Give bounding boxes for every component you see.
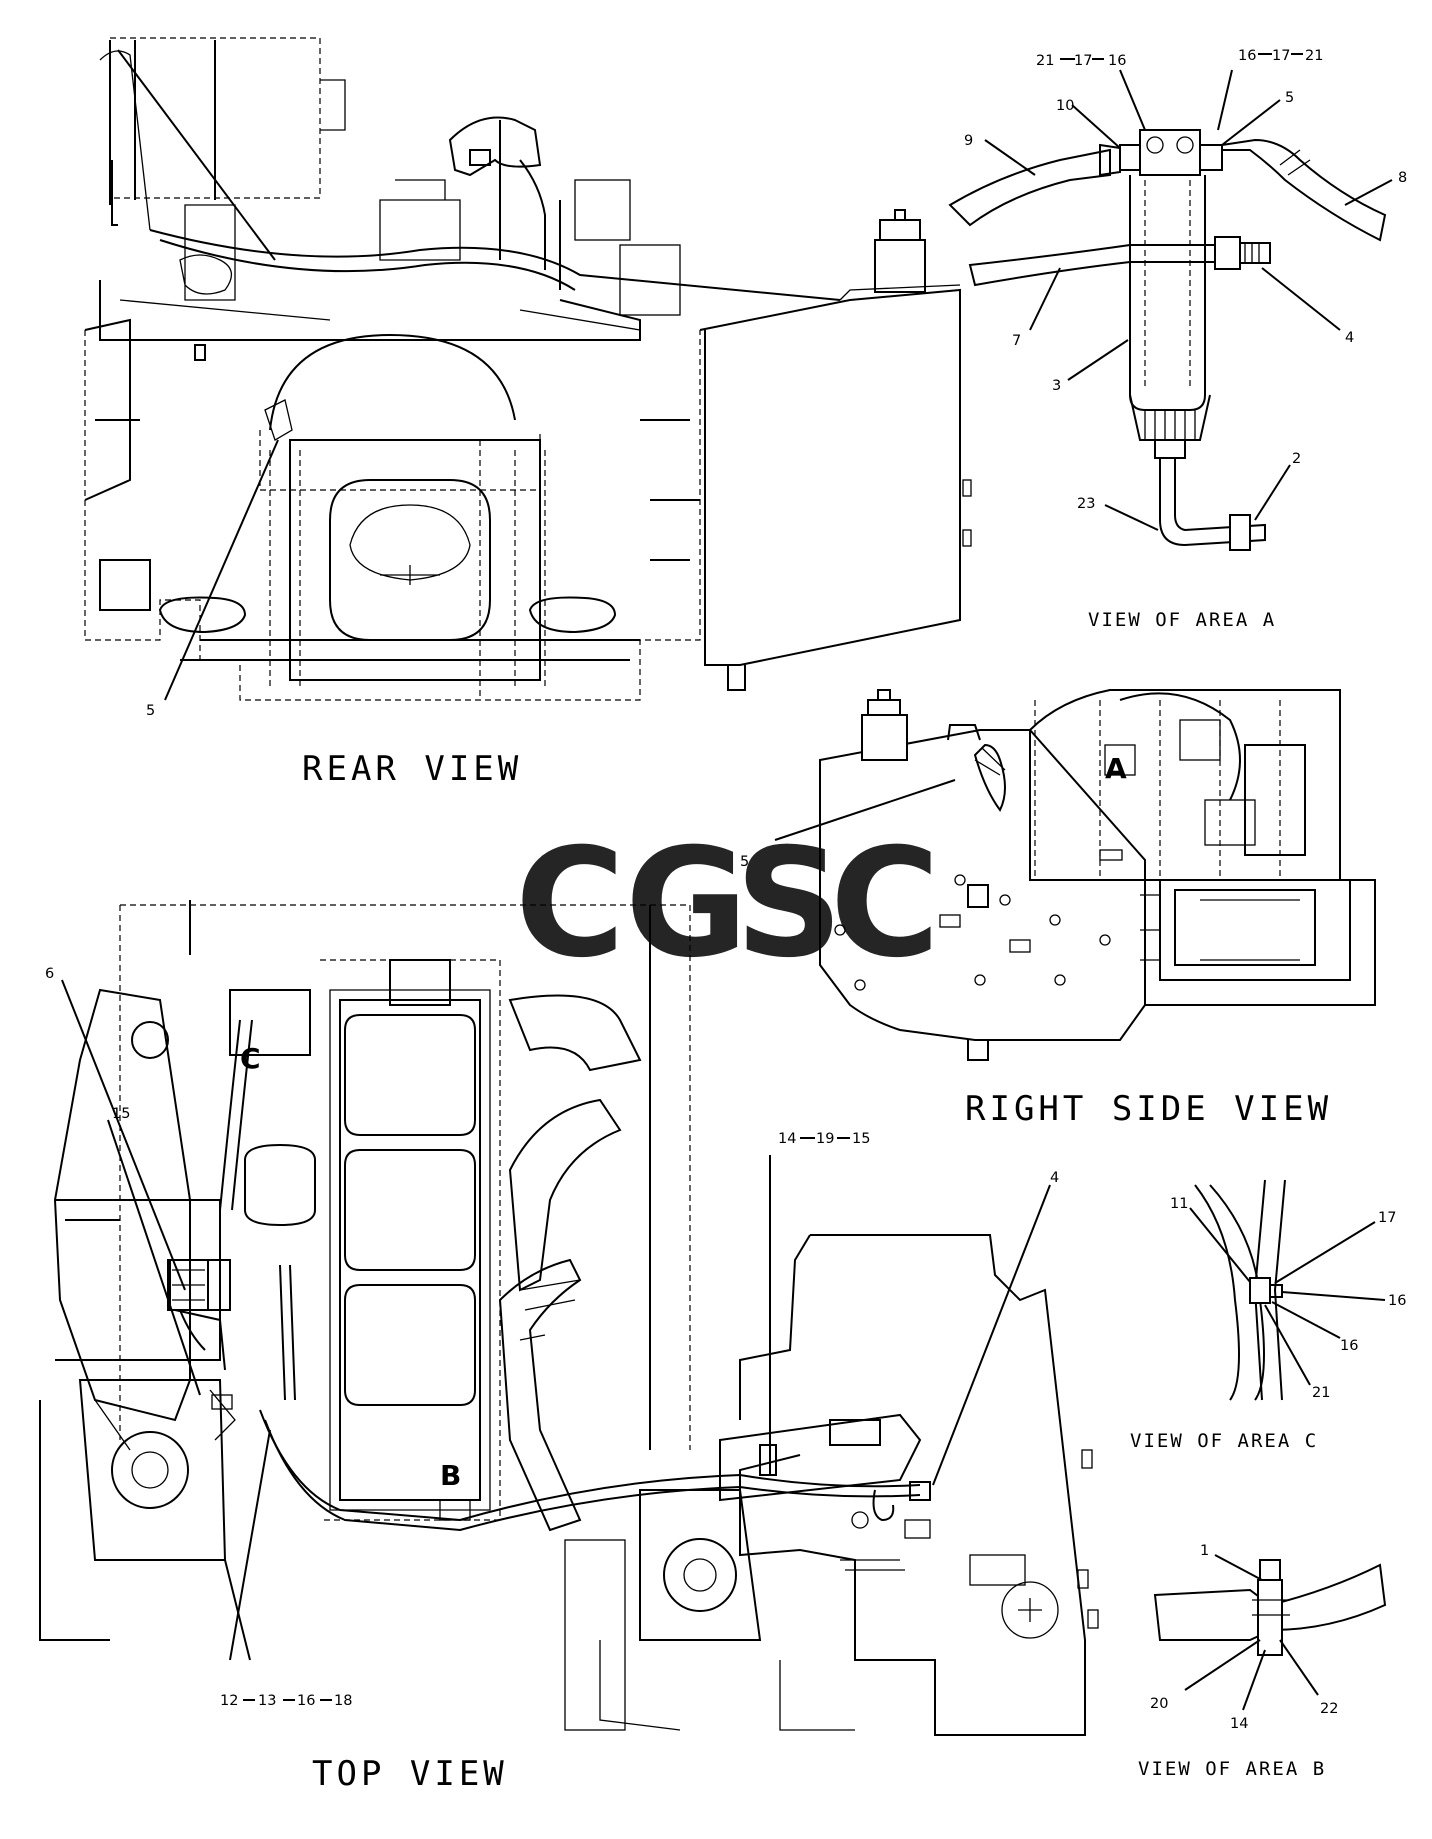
callout-a-2: 2 (1292, 451, 1301, 467)
watermark-letter-s: S (735, 817, 843, 991)
callout-top-13: 13 (258, 1693, 276, 1709)
area-a-leaders (984, 53, 1393, 531)
callout-b-20: 20 (1150, 1696, 1168, 1712)
right-side-view-title: RIGHT SIDE VIEW (965, 1089, 1332, 1129)
right-side-view-illustration (774, 689, 1376, 1061)
callout-a-21b: 21 (1305, 48, 1323, 64)
callout-a-17: 17 (1074, 53, 1092, 69)
callout-a-21: 21 (1036, 53, 1054, 69)
area-marker-b: B (440, 1459, 461, 1492)
callout-c-11: 11 (1170, 1196, 1188, 1212)
callout-a-9: 9 (964, 133, 973, 149)
area-markers: A B C (240, 752, 1127, 1492)
rear-view-illustration (84, 37, 972, 701)
top-view-title: TOP VIEW (312, 1754, 508, 1794)
callout-a-17b: 17 (1272, 48, 1290, 64)
callout-c-16: 16 (1388, 1293, 1406, 1309)
callout-top-18: 18 (334, 1693, 352, 1709)
callout-a-7: 7 (1012, 333, 1021, 349)
watermark-letter-c2: C (830, 817, 940, 991)
callout-a-8: 8 (1398, 170, 1407, 186)
callout-top-19: 19 (816, 1131, 834, 1147)
callout-rear-5: 5 (146, 703, 155, 719)
view-titles: REAR VIEW RIGHT SIDE VIEW TOP VIEW VIEW … (302, 609, 1332, 1794)
area-b-title: VIEW OF AREA B (1138, 1758, 1326, 1780)
watermark-letter-c: C (515, 817, 625, 991)
callout-c-21: 21 (1312, 1385, 1330, 1401)
callout-top-15b: 15 (852, 1131, 870, 1147)
area-a-illustration (948, 129, 1387, 551)
area-c-title: VIEW OF AREA C (1130, 1430, 1318, 1452)
callout-a-16: 16 (1108, 53, 1126, 69)
callout-a-10: 10 (1056, 98, 1074, 114)
rear-view-title: REAR VIEW (302, 749, 522, 789)
callout-rs-5: 5 (740, 854, 749, 870)
callout-b-1: 1 (1200, 1543, 1209, 1559)
callout-top-14: 14 (778, 1131, 796, 1147)
callout-b-14: 14 (1230, 1716, 1248, 1732)
callout-top-4: 4 (1050, 1170, 1059, 1186)
callout-a-4: 4 (1345, 330, 1354, 346)
area-marker-c: C (240, 1042, 261, 1075)
callout-c-17: 17 (1378, 1210, 1396, 1226)
watermark-logo: C G S C (515, 817, 940, 991)
watermark-letter-g: G (625, 817, 748, 991)
area-marker-a: A (1105, 752, 1127, 785)
callout-a-16b: 16 (1238, 48, 1256, 64)
callout-top-6: 6 (45, 966, 54, 982)
callout-top-12: 12 (220, 1693, 238, 1709)
area-a-title: VIEW OF AREA A (1088, 609, 1276, 631)
callout-numbers: 5 5 21 17 16 16 17 21 10 5 9 8 7 4 3 2 2… (45, 48, 1407, 1732)
callout-top-15: 15 (112, 1106, 130, 1122)
top-view-illustration (39, 900, 1099, 1736)
callout-a-3: 3 (1052, 378, 1061, 394)
callout-c-16b: 16 (1340, 1338, 1358, 1354)
callout-b-22: 22 (1320, 1701, 1338, 1717)
callout-top-16: 16 (297, 1693, 315, 1709)
callout-a-23: 23 (1077, 496, 1095, 512)
area-c-illustration (1189, 1179, 1386, 1401)
area-b-illustration (1153, 1554, 1387, 1711)
callout-a-5: 5 (1285, 90, 1294, 106)
